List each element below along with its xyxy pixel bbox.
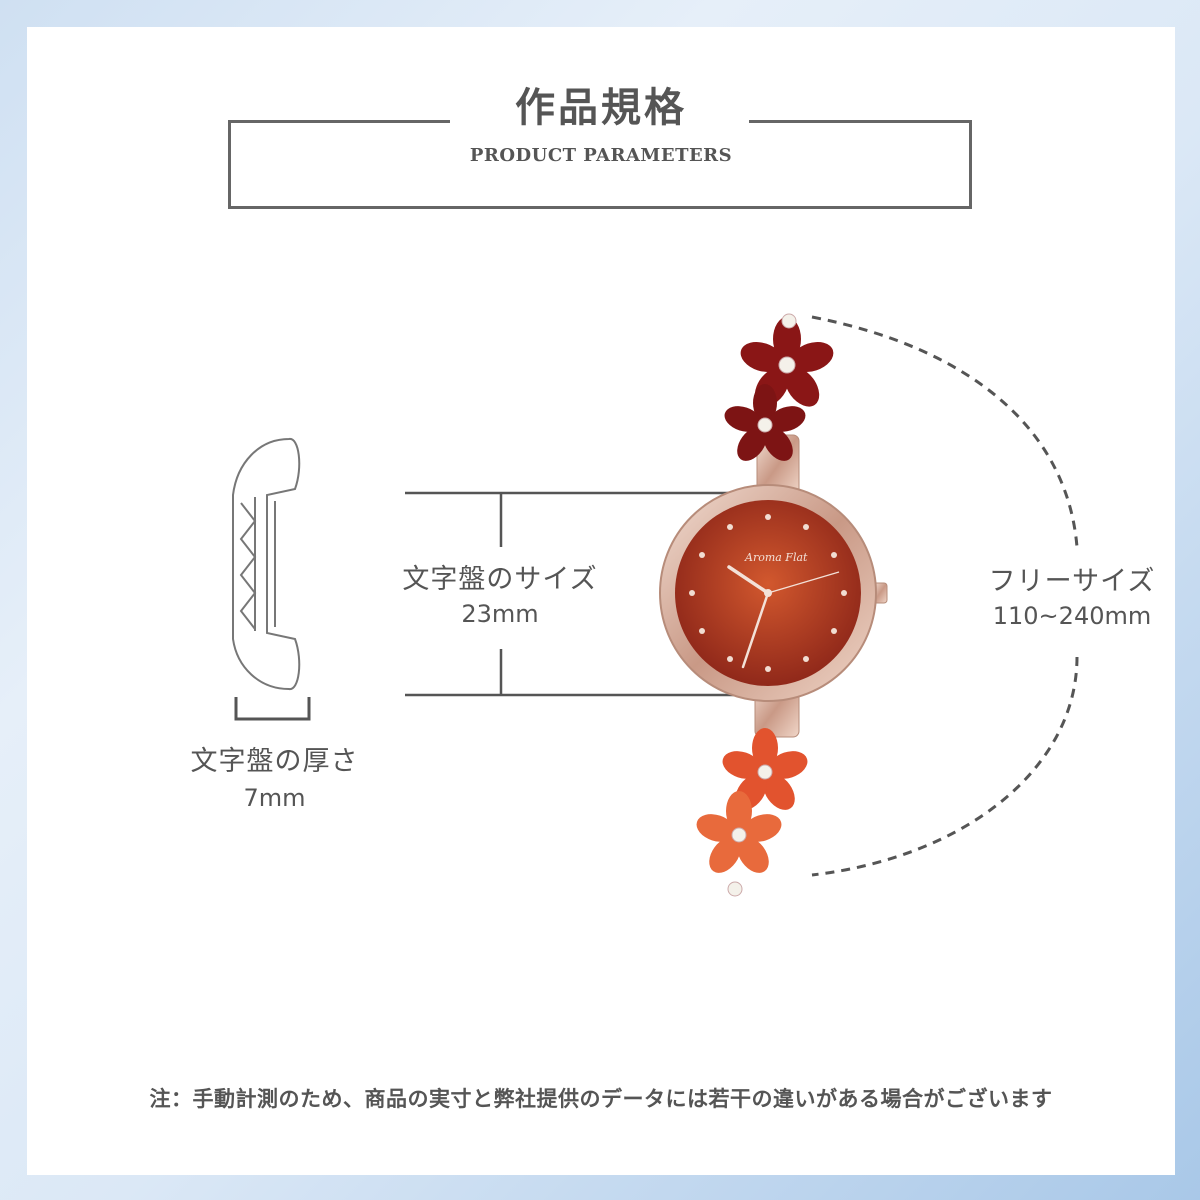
- illustration: Aroma Flat: [232, 313, 1079, 897]
- top-flower: [724, 313, 834, 461]
- dial-size-value: 23mm: [461, 600, 539, 628]
- dial-size-guide: [405, 491, 737, 697]
- bottom-flower: [696, 728, 808, 897]
- page-title: 作品規格: [515, 85, 687, 131]
- dial-size-label: 文字盤のサイズ: [402, 564, 598, 595]
- side-profile-icon: [232, 438, 301, 690]
- thickness-label: 文字盤の厚さ: [190, 746, 359, 777]
- thickness-bracket: [234, 697, 311, 721]
- content-card: 作品規格 PRODUCT PARAMETERS: [27, 27, 1175, 1175]
- band-size-arc: [811, 315, 1079, 877]
- title-frame: [228, 120, 972, 209]
- watch-face: Aroma Flat: [659, 484, 888, 702]
- brand-logo: Aroma Flat: [744, 551, 808, 564]
- band-size-label: フリーサイズ: [988, 566, 1156, 597]
- band-size-value: 110~240mm: [992, 602, 1152, 630]
- title-frame-line-right: [749, 120, 969, 123]
- thickness-value: 7mm: [243, 784, 306, 812]
- measurement-note: 注：手動計測のため、商品の実寸と弊社提供のデータには若干の違いがある場合がござい…: [149, 1087, 1053, 1111]
- title-frame-line-left: [228, 120, 450, 123]
- page-subtitle: PRODUCT PARAMETERS: [469, 145, 733, 166]
